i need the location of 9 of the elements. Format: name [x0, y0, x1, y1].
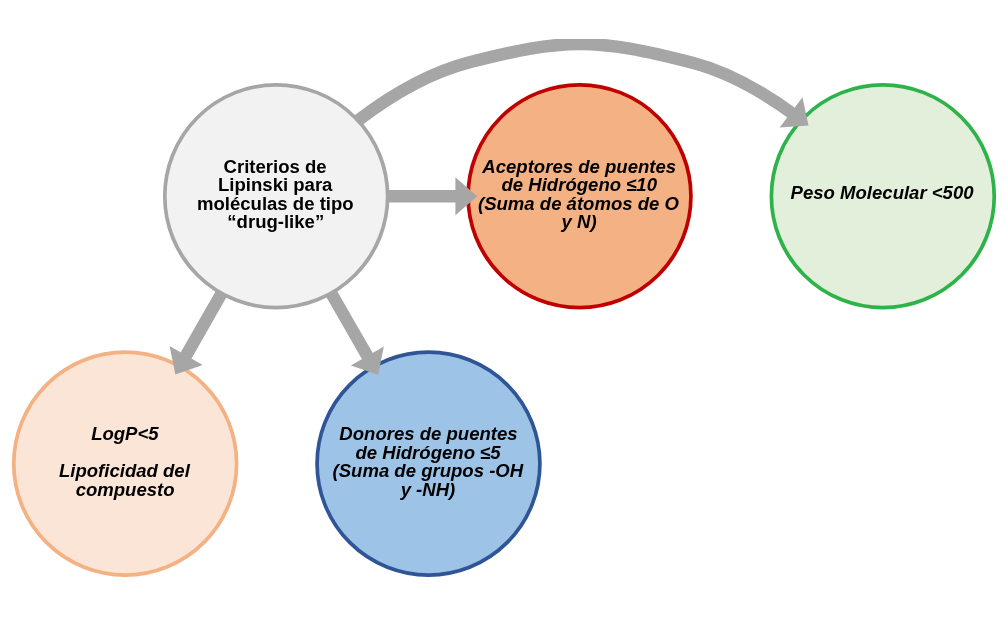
arrow: [169, 289, 227, 374]
node-circle: Aceptores de puentes de Hidrógeno ≤10 (Suma de átomos de O y N): [466, 82, 693, 309]
node-circle: Donores de puentes de Hidrógeno ≤5 (Suma de grupos -OH y -NH): [315, 349, 542, 577]
arrow: [354, 38, 809, 128]
node-circle: Criterios de Lipinski para moléculas de tipo “drug-like”: [162, 82, 390, 309]
arrow: [388, 176, 478, 215]
node-circle: Peso Molecular <500: [769, 82, 997, 309]
node-circle: LogP<5 Lipoficidad del compuesto: [11, 349, 239, 577]
arrow: [326, 289, 384, 375]
